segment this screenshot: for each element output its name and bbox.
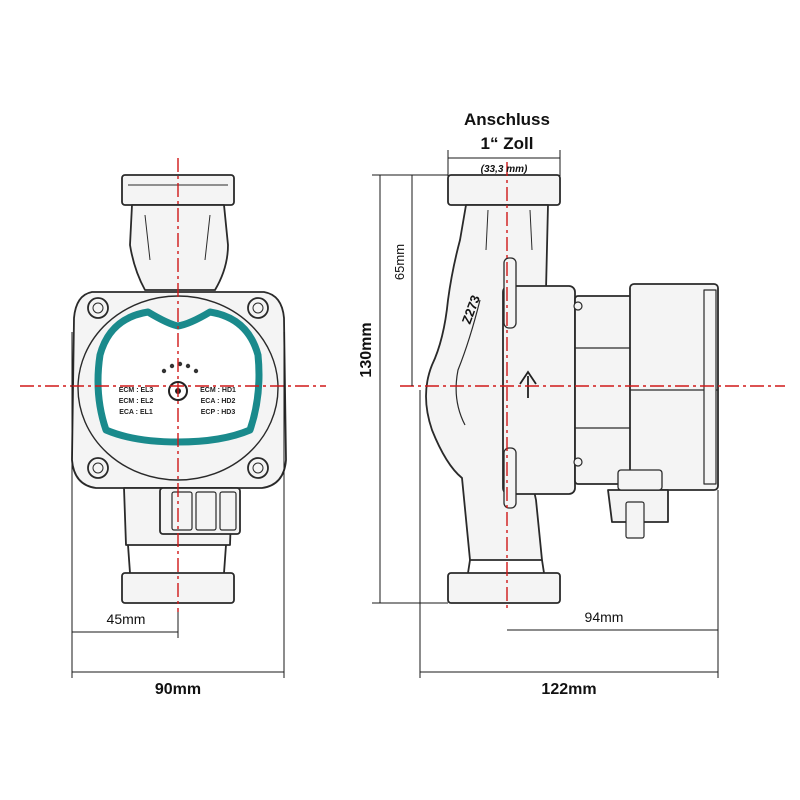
width-90-label: 90mm [155,681,201,698]
connection-size: 1“ Zoll [481,134,534,153]
side-stator-housing [574,295,634,485]
panel-mode-label: ECA : EL1 [119,409,153,416]
depth-122-label: 122mm [541,681,596,698]
panel-mode-label: ECM : EL2 [119,398,154,405]
width-45-label: 45mm [107,611,146,627]
side-upper-slot [503,257,517,329]
side-lower-slot [503,447,517,509]
panel-mode-label: ECM : EL3 [119,387,154,394]
panel-mode-label: ECM : HD1 [200,387,236,394]
side-top-flange [447,174,561,206]
height-130-label: 130mm [358,322,375,377]
connection-title: Anschluss [464,110,550,129]
front-upper-neck [129,204,229,291]
side-screw-top [573,301,583,311]
side-screw-bottom [573,457,583,467]
dimension-lines [71,150,719,678]
height-65-label: 65mm [392,244,407,280]
front-centerlines [20,158,326,612]
side-bottom-flange [447,572,561,604]
panel-mode-label: ECA : HD2 [201,398,236,405]
flow-direction-arrow-icon [519,370,537,398]
panel-mode-label: ECP : HD3 [201,409,236,416]
side-centerlines [400,162,785,612]
connection-mm: (33,3 mm) [481,164,528,175]
side-electronics-box [629,283,719,491]
side-view-pump [425,174,719,604]
indicator-leds-icon [161,361,199,374]
depth-94-label: 94mm [585,609,624,625]
